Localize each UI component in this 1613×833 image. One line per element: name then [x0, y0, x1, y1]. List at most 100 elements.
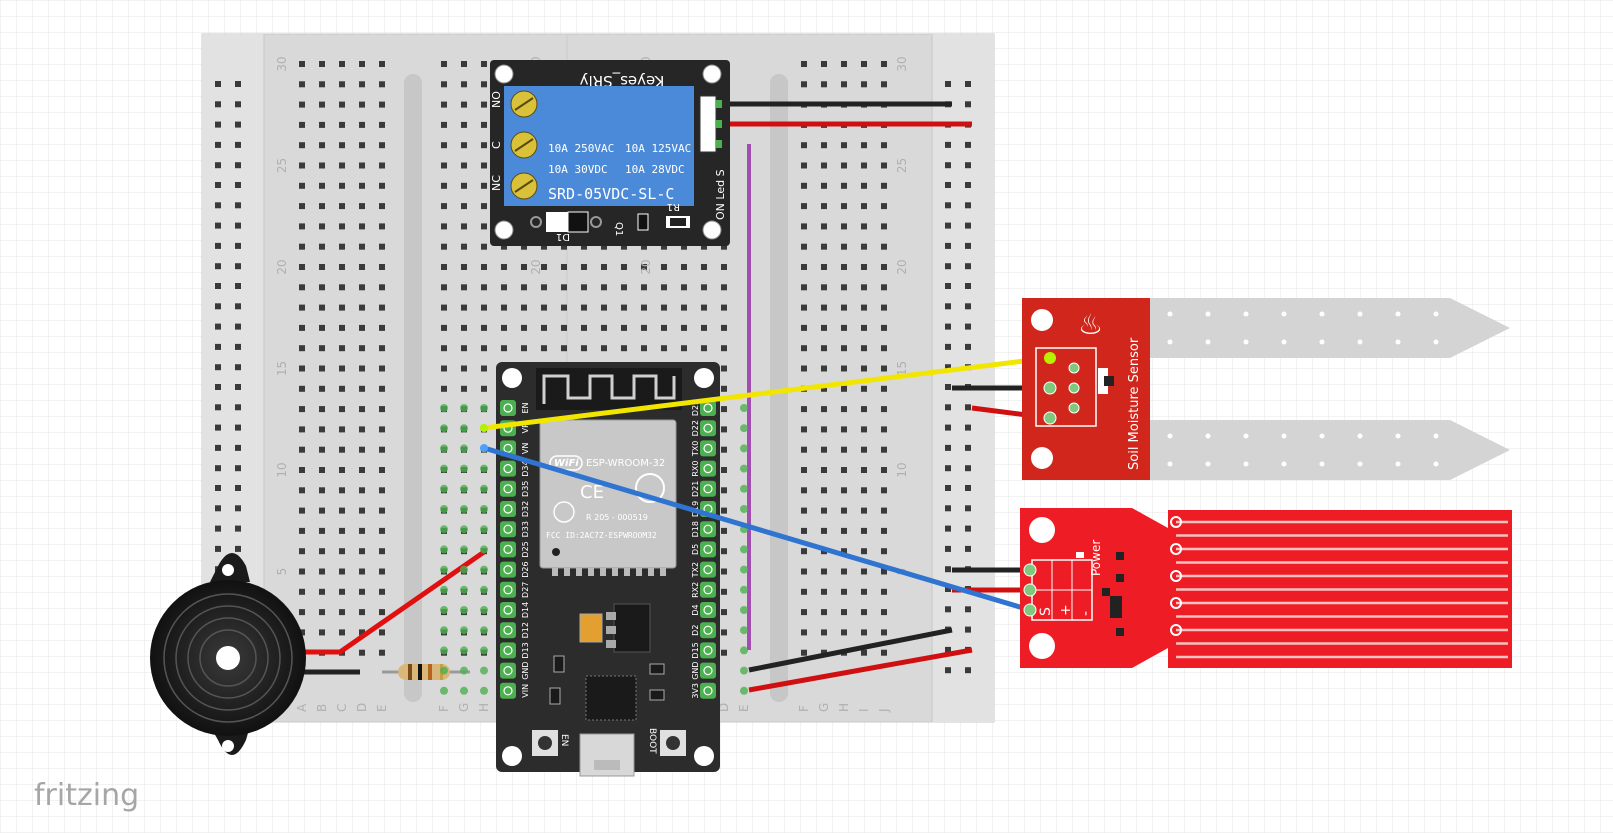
header-pin[interactable] — [500, 521, 516, 538]
power-led-icon — [1116, 552, 1124, 560]
pin-label: VP — [521, 423, 530, 433]
pin-label: GND — [691, 661, 700, 679]
header-pin[interactable] — [700, 642, 716, 659]
esp-wroom-module — [539, 419, 677, 569]
header-pin[interactable] — [700, 682, 716, 699]
header-pin[interactable] — [500, 561, 516, 578]
header-pin[interactable] — [500, 501, 516, 517]
header-pin[interactable] — [500, 541, 516, 558]
soil-moisture-sensor[interactable]: ♨ Soil Moisture Sensor — [1022, 298, 1510, 480]
relay-side-labels: ON Led S — [714, 169, 727, 220]
pin-label: D13 — [521, 642, 530, 658]
en-button-label: EN — [559, 734, 569, 746]
water-pin-label: + — [1058, 604, 1074, 616]
wire-red-buzzer[interactable] — [300, 549, 486, 655]
header-pin[interactable] — [700, 420, 716, 437]
breadboard-channel-right — [770, 74, 788, 702]
header-pin[interactable] — [500, 622, 516, 639]
relay-rating: 10A 125VAC — [625, 142, 691, 155]
header-pin[interactable] — [500, 642, 516, 659]
soil-probe-top — [1150, 298, 1510, 358]
wire-blue[interactable] — [483, 445, 1031, 613]
pin-label: D4 — [691, 604, 700, 615]
header-pin[interactable] — [700, 662, 716, 679]
esp32-board[interactable]: WiFi ESP-WROOM-32 CE R 205 - 000519 FCC … — [440, 362, 748, 777]
pin-label: D34 — [521, 460, 530, 476]
header-pin[interactable] — [500, 662, 516, 679]
column-letter: H — [477, 703, 491, 712]
header-pin[interactable] — [500, 581, 516, 598]
voltage-regulator — [613, 603, 651, 653]
pin-label: D18 — [691, 521, 700, 537]
soil-sensor-label: Soil Moisture Sensor — [1127, 337, 1142, 470]
relay-model: SRD-05VDC-SL-C — [548, 185, 674, 203]
column-letter: G — [817, 703, 831, 712]
soil-probe-bottom — [1150, 420, 1510, 480]
header-pin[interactable] — [500, 400, 516, 416]
header-pin[interactable] — [700, 400, 716, 416]
column-letter: E — [375, 704, 389, 712]
power-label: Power — [1089, 540, 1103, 576]
pin-label: TX0 — [691, 441, 700, 457]
header-pin[interactable] — [700, 541, 716, 558]
wifi-logo-icon: WiFi — [554, 458, 579, 469]
row-number: 10 — [895, 462, 909, 477]
telec-icon — [553, 501, 575, 523]
header-pin[interactable] — [700, 602, 716, 618]
relay-mount-hole — [494, 220, 514, 240]
pin-label: D35 — [521, 481, 530, 497]
module-pins — [552, 568, 666, 576]
column-letter: J — [877, 708, 891, 713]
diode-icon — [546, 212, 568, 232]
header-pin[interactable] — [700, 460, 716, 477]
pin-label: D33 — [521, 521, 530, 537]
column-letter: E — [737, 704, 751, 712]
row-number: 20 — [639, 259, 653, 274]
piezo-buzzer-icon[interactable] — [150, 553, 306, 755]
header-pin[interactable] — [700, 622, 716, 639]
pin-label: D5 — [691, 544, 700, 555]
header-pin[interactable] — [700, 521, 716, 538]
water-level-sensor[interactable]: S + - Power — [1020, 508, 1512, 668]
terminal-label-nc: NC — [490, 175, 503, 191]
header-pin[interactable] — [500, 602, 516, 618]
pin-label: RX2 — [691, 582, 700, 598]
pin-label: D12 — [521, 622, 530, 638]
water-pin-label: S — [1038, 607, 1054, 616]
relay-module[interactable]: Keyes_SRly NO C NC 10A 250VAC 10A 125VAC… — [490, 60, 730, 246]
column-letter: I — [857, 708, 871, 712]
header-pin[interactable] — [700, 561, 716, 578]
wire-red-bottom[interactable] — [748, 647, 973, 693]
transistor-label: Q1 — [613, 222, 624, 236]
breadboard-channel-left — [404, 74, 422, 702]
boot-button-label: BOOT — [647, 728, 657, 754]
column-letter: C — [335, 704, 349, 712]
usb-serial-chip — [585, 675, 637, 721]
row-number: 15 — [275, 361, 289, 376]
row-number: 15 — [895, 361, 909, 376]
column-letter: F — [437, 705, 451, 712]
wire-yellow[interactable] — [483, 355, 1049, 431]
row-number: 20 — [275, 259, 289, 274]
wire-black-bottom[interactable] — [748, 627, 953, 673]
relay-mount-hole — [702, 220, 722, 240]
fcc-id: FCC ID:2AC7Z-ESPWROOM32 — [546, 531, 657, 540]
row-number: 25 — [275, 158, 289, 173]
row-number: 5 — [275, 568, 289, 576]
header-pin[interactable] — [700, 440, 716, 457]
relay-brand: Keyes_SRly — [580, 71, 665, 90]
module-name: ESP-WROOM-32 — [586, 458, 665, 469]
esp32-mount-hole — [502, 368, 522, 388]
header-pin[interactable] — [500, 460, 516, 477]
row-number: 30 — [275, 56, 289, 71]
header-pin[interactable] — [700, 480, 716, 497]
pin-label: TX2 — [691, 562, 700, 578]
terminal-label-c: C — [490, 141, 503, 149]
column-letter: B — [315, 704, 329, 712]
header-pin[interactable] — [500, 480, 516, 497]
pin-label: D27 — [521, 582, 530, 598]
header-pin[interactable] — [500, 682, 516, 699]
header-pin[interactable] — [700, 581, 716, 598]
relay-rating: 10A 28VDC — [625, 163, 685, 176]
